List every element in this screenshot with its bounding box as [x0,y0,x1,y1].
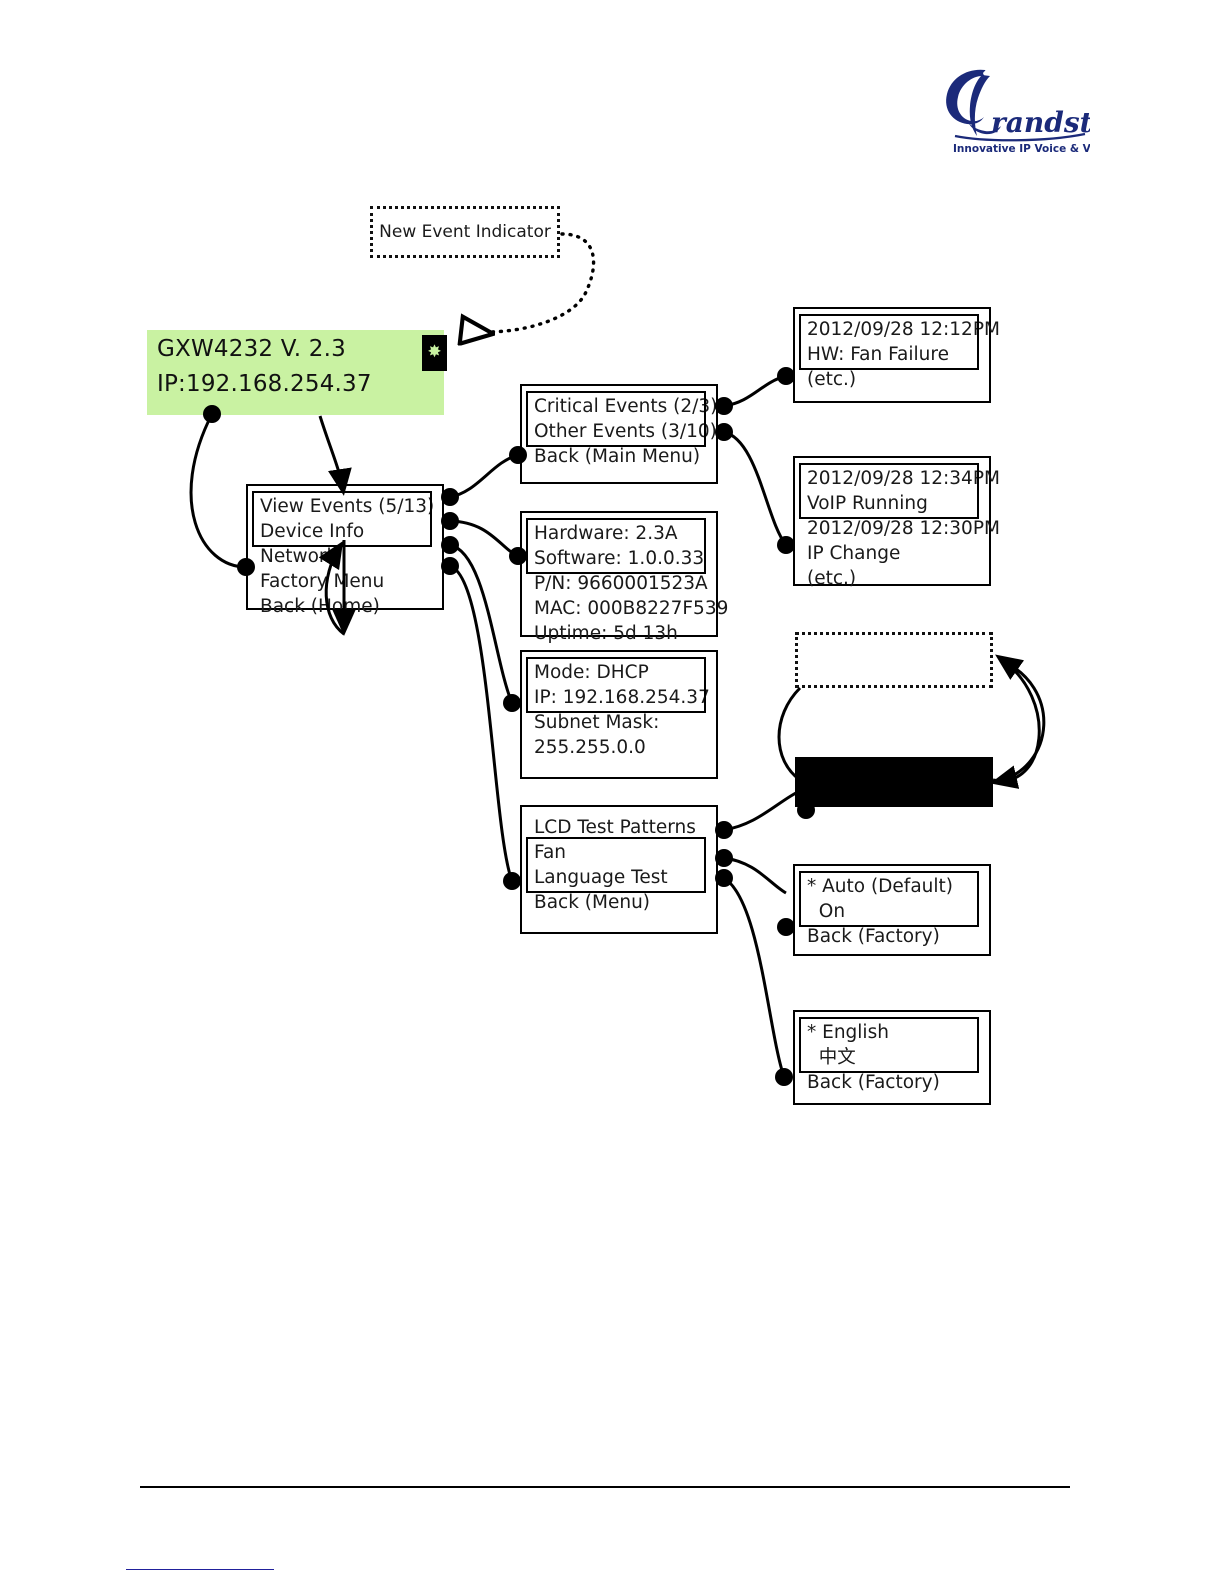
menu-line[interactable]: HW: Fan Failure [807,344,949,365]
footer-link-underline [126,1569,274,1570]
menu-line[interactable]: Back (Main Menu) [534,446,701,467]
menu-line[interactable]: Software: 1.0.0.33 [534,548,705,569]
asterisk-icon: ✸ [427,342,442,363]
new-event-indicator-callout: New Event Indicator [370,206,560,258]
menu-line[interactable]: Subnet Mask: [534,712,660,733]
callout-label: New Event Indicator [379,222,551,242]
logo-tagline: Innovative IP Voice & Video [953,143,1090,155]
connector-dots [203,367,815,1086]
other-events-list-lines: 2012/09/28 12:34PM VoIP Running 2012/09/28… [807,466,1000,591]
svg-text:randstream: randstream [991,106,1090,139]
menu-line[interactable]: Back (Factory) [807,926,940,947]
menu-line[interactable]: * Auto (Default) [807,876,953,897]
menu-line[interactable]: * English [807,1022,889,1043]
menu-line[interactable]: 255.255.0.0 [534,737,646,758]
menu-line[interactable]: MAC: 000B8227F539 [534,598,729,619]
menu-line[interactable]: Uptime: 5d 13h [534,623,678,644]
menu-line[interactable]: Hardware: 2.3A [534,523,678,544]
menu-line[interactable]: IP: 192.168.254.37 [534,687,710,708]
language-settings-node[interactable]: * English 中文 Back (Factory) [793,1010,991,1105]
menu-line[interactable]: Factory Menu [260,571,385,592]
menu-line[interactable]: Other Events (3/10) [534,421,717,442]
menu-line[interactable]: (etc.) [807,369,857,390]
device-lcd-screen: GXW4232 V. 2.3 IP:192.168.254.37 ✸ [147,330,447,415]
menu-line[interactable]: Critical Events (2/3) [534,396,718,417]
menu-line[interactable]: Language Test [534,867,668,888]
menu-line[interactable]: 中文 [807,1047,856,1068]
menu-line[interactable]: Back (Factory) [807,1072,940,1093]
menu-line[interactable]: On [807,901,846,922]
menu-line[interactable]: Back (Home) [260,596,380,617]
grandstream-logo: randstream Innovative IP Voice & Video [925,62,1090,157]
menu-line[interactable]: VoIP Running [807,493,928,514]
menu-line[interactable]: IP Change [807,543,901,564]
menu-line[interactable]: 2012/09/28 12:12PM [807,319,1000,340]
menu-line[interactable]: 2012/09/28 12:30PM [807,518,1000,539]
menu-line[interactable]: Network [260,546,338,567]
menu-line[interactable]: 2012/09/28 12:34PM [807,468,1000,489]
view-events-node[interactable]: Critical Events (2/3) Other Events (3/10)… [520,384,718,484]
footer-divider [140,1486,1070,1488]
menu-line[interactable]: Back (Menu) [534,892,651,913]
lcd-test-pattern-black [795,757,993,807]
menu-line[interactable]: Fan [534,842,567,863]
new-event-indicator-icon: ✸ [422,335,447,371]
menu-line[interactable]: (etc.) [807,568,857,589]
menu-line[interactable]: Mode: DHCP [534,662,649,683]
menu-line[interactable]: P/N: 9660001523A [534,573,708,594]
lcd-line-model: GXW4232 V. 2.3 [157,336,346,362]
language-settings-lines: * English 中文 Back (Factory) [807,1020,940,1095]
menu-line[interactable]: LCD Test Patterns [534,817,696,838]
view-events-menu-lines: Critical Events (2/3) Other Events (3/10)… [534,394,717,469]
other-events-node[interactable]: 2012/09/28 12:34PM VoIP Running 2012/09/28… [793,456,1000,589]
menu-line[interactable]: Device Info [260,521,365,542]
critical-events-node[interactable]: 2012/09/28 12:12PM HW: Fan Failure (etc.) [793,307,1000,403]
lcd-test-pattern-white [795,632,993,688]
lcd-line-ip: IP:192.168.254.37 [157,371,372,397]
menu-line[interactable]: View Events (5/13) [260,496,435,517]
critical-events-list-lines: 2012/09/28 12:12PM HW: Fan Failure (etc.) [807,317,1000,392]
